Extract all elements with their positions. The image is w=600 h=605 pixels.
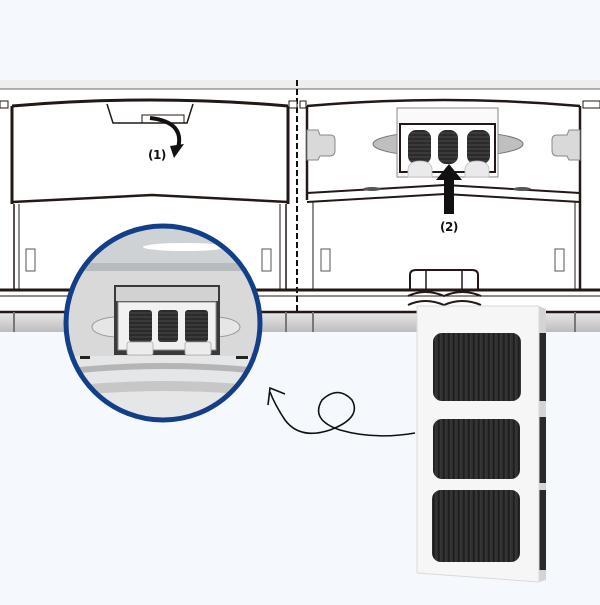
loop-arrow bbox=[269, 391, 416, 437]
step-2-label: (2) bbox=[440, 220, 458, 234]
air-filter-product bbox=[416, 305, 546, 583]
step-1-label: (1) bbox=[148, 148, 166, 162]
right-housing bbox=[299, 98, 600, 307]
step-2-up-arrow bbox=[436, 164, 462, 214]
step-1-curved-arrow bbox=[149, 116, 182, 149]
left-housing bbox=[0, 98, 298, 290]
